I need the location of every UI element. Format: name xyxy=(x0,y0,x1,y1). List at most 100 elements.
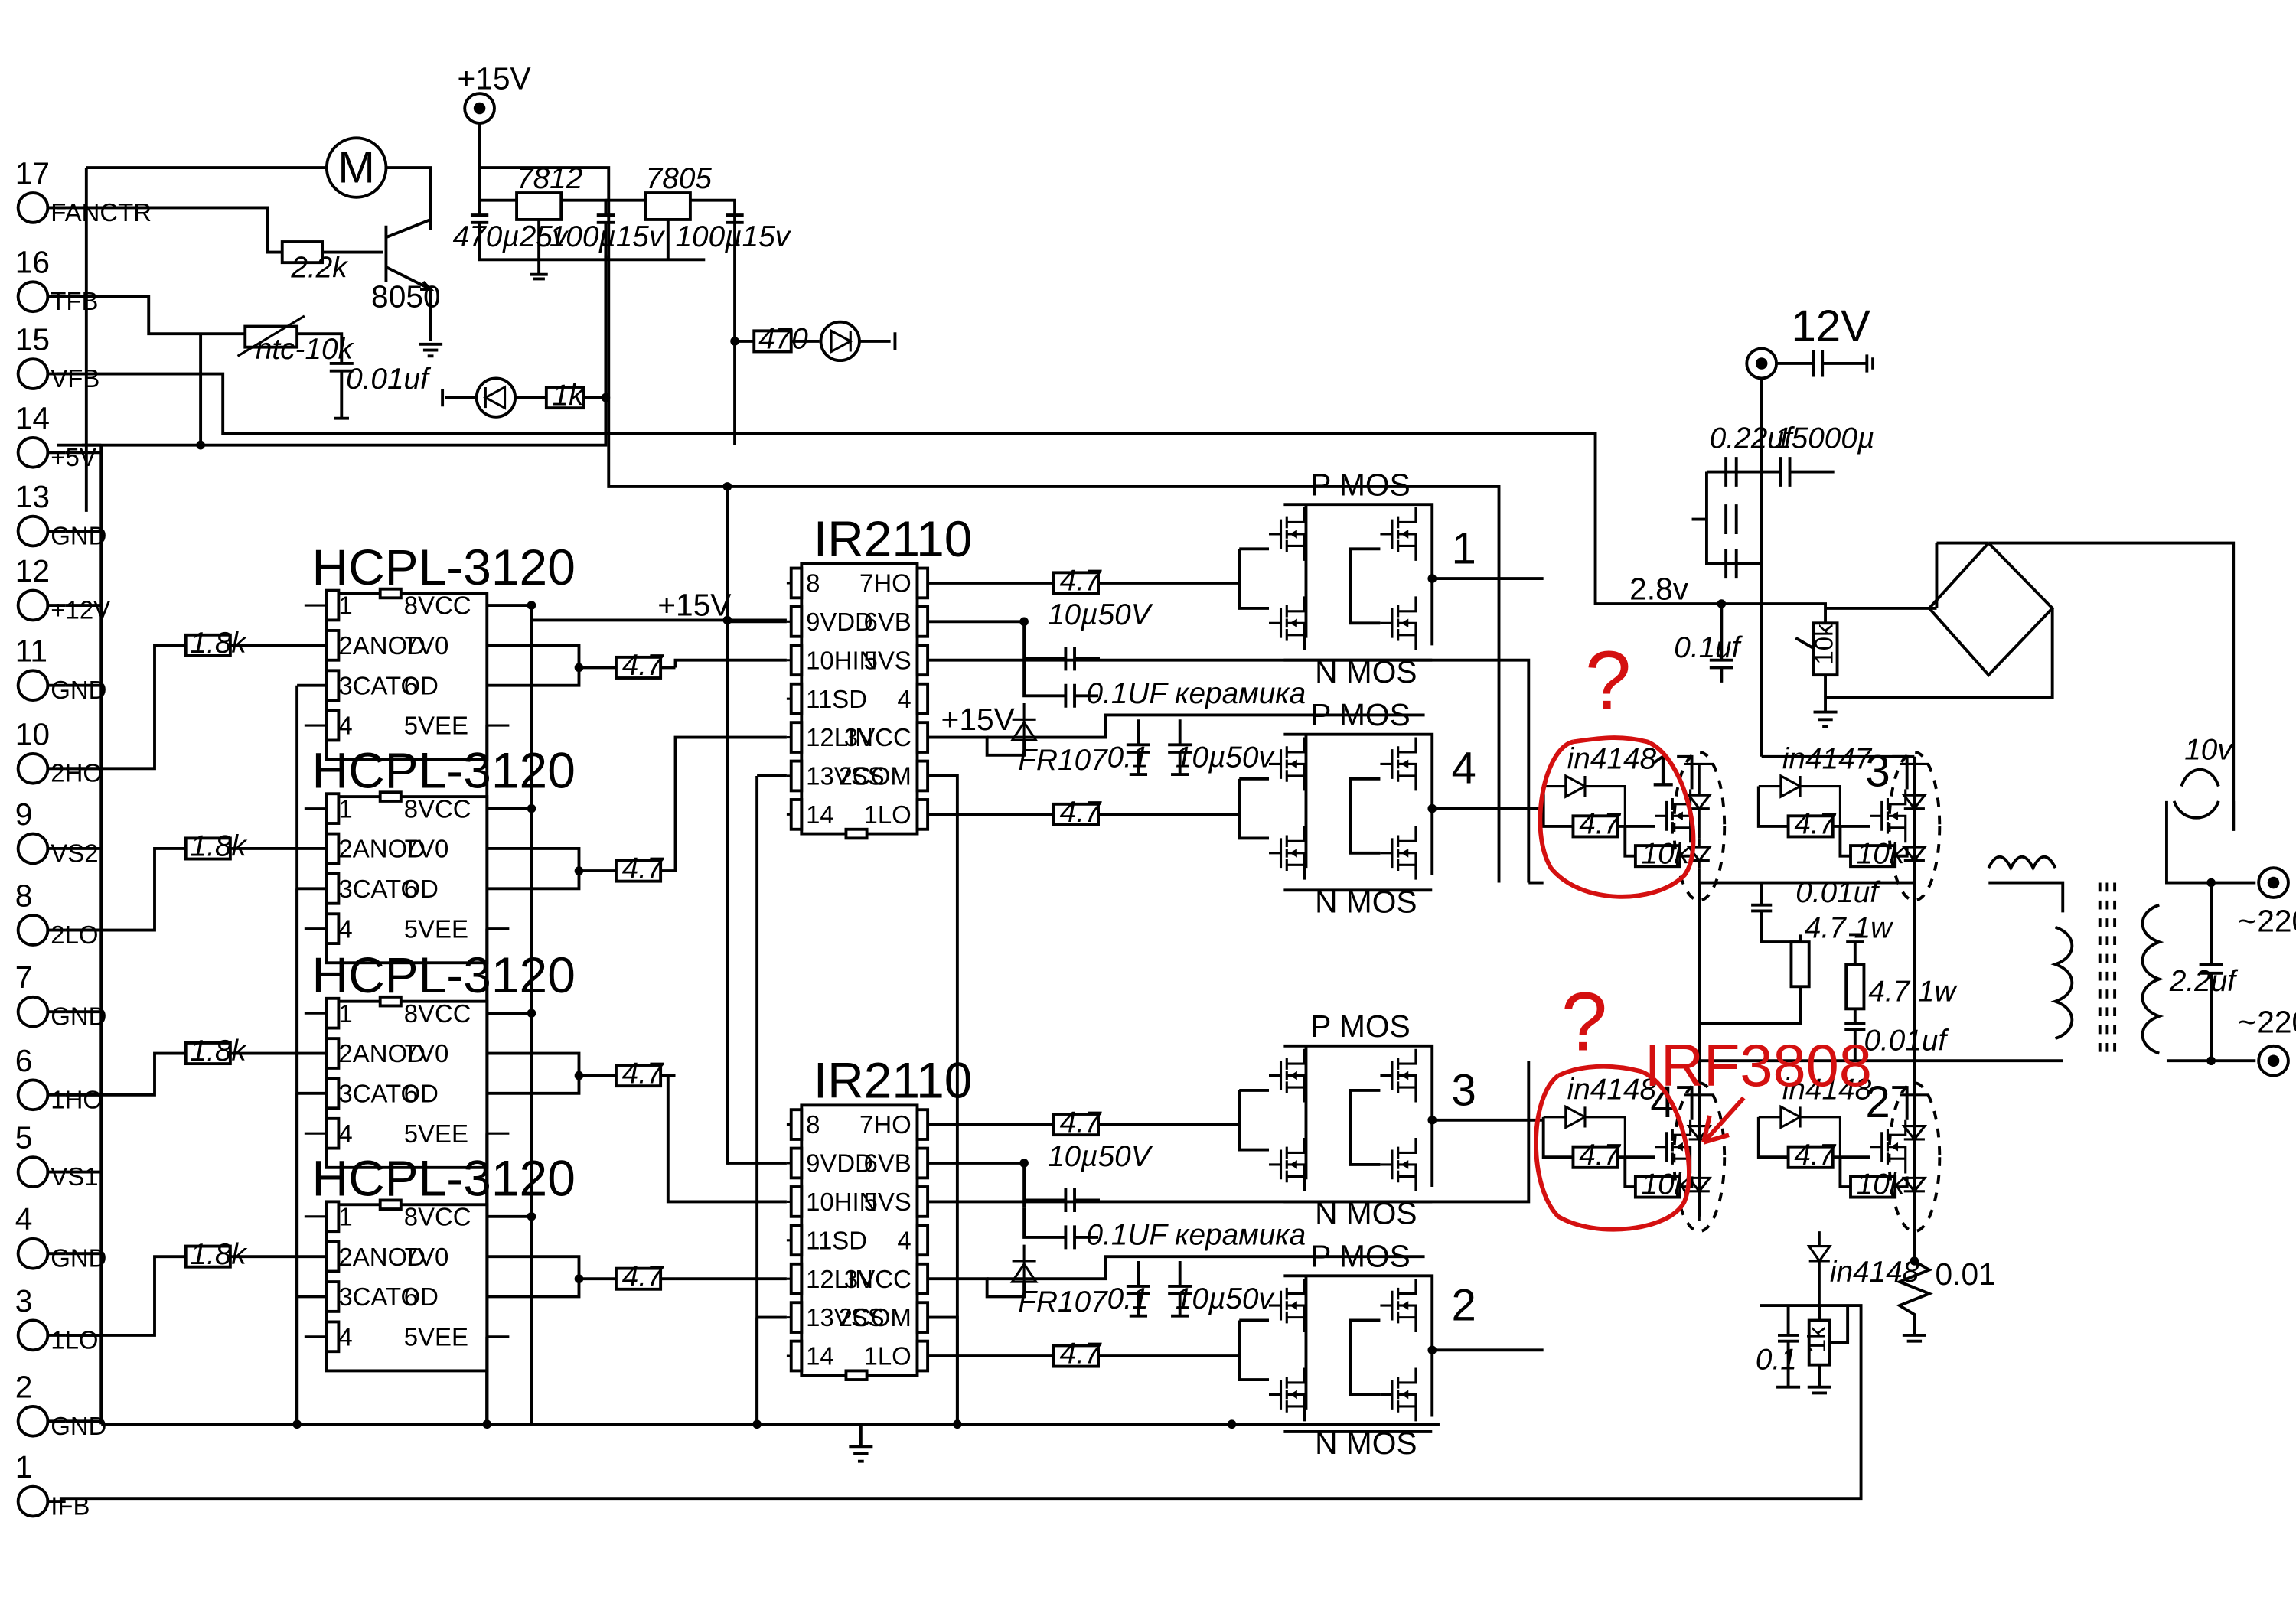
bridge-gate-resistor-label: 4.7 xyxy=(1794,808,1836,841)
buffer-output-number: 3 xyxy=(1451,1065,1476,1115)
driver-pin-left: 14 xyxy=(806,1342,834,1370)
resistor-1k xyxy=(544,386,585,410)
boot-cap-label: 10µ50V xyxy=(1048,1140,1153,1173)
annotation-circle-1 xyxy=(1538,735,1696,899)
opto-pin-right: 6 xyxy=(404,671,418,699)
opto-pin-left: 3CATOD xyxy=(338,1282,439,1311)
opto-gate-resistor xyxy=(615,655,663,680)
mosfet-icon xyxy=(1378,595,1417,651)
opto-notch-icon xyxy=(378,995,403,1008)
aux-winding-label: 10v xyxy=(2184,734,2234,767)
pin-number: 7 xyxy=(15,960,33,995)
regulator-7805-label: 7805 xyxy=(646,162,713,195)
pin-number: 4 xyxy=(15,1201,33,1237)
snub-r2-label: 4.7 1w xyxy=(1868,976,1958,1009)
driver-pin-right: 1LO xyxy=(864,800,912,829)
pot-10k xyxy=(1812,621,1839,677)
opto-title: HCPL-3120 xyxy=(312,947,576,1003)
pin-number: 3 xyxy=(15,1283,33,1318)
pin-number: 16 xyxy=(15,245,50,280)
mosfet-icon xyxy=(1267,1277,1306,1334)
plus15v-top-label: +15V xyxy=(458,60,531,96)
driver-pin-right: 3VCC xyxy=(844,1265,912,1293)
pin-number: 8 xyxy=(15,878,33,914)
annotation-arrow-icon xyxy=(1701,1096,1746,1145)
driver-pin-left: 14 xyxy=(806,800,834,829)
ntc-thermistor xyxy=(243,324,299,349)
buffer-pmos-label: P MOS xyxy=(1310,697,1410,732)
opto-pin-left: 4 xyxy=(338,1322,352,1351)
pin-label: 1HO xyxy=(51,1085,103,1113)
driver-ho-resistor-label: 4.7 xyxy=(1060,565,1102,598)
pin-number: 11 xyxy=(15,634,47,669)
mosfet-icon xyxy=(1267,736,1306,792)
mosfet-icon xyxy=(1378,825,1417,882)
opto-pin-right: 7V0 xyxy=(404,1243,449,1271)
fan-motor-label: M xyxy=(338,142,374,192)
transistor-8050-label: 8050 xyxy=(371,279,441,314)
snub-r2 xyxy=(1844,963,1866,1011)
v28-label: 2.8v xyxy=(1629,571,1689,606)
bridge-diode-label: in4147 xyxy=(1782,742,1873,775)
pin-number: 12 xyxy=(15,553,50,588)
driver-pin-right: 1LO xyxy=(864,1342,912,1370)
driver-ho-resistor xyxy=(1052,1113,1100,1137)
opto-pin-left: 2ANOD xyxy=(338,1243,425,1271)
opto-body xyxy=(325,1203,489,1373)
ac-out-top-icon xyxy=(2257,866,2290,899)
mosfet-icon xyxy=(1267,506,1306,562)
opto-title: HCPL-3120 xyxy=(312,1150,576,1207)
connector-pin: 14+5V xyxy=(15,400,96,471)
opto-gate-resistor-label: 4.7 xyxy=(622,1057,664,1090)
driver-pin-right: 3VCC xyxy=(844,723,912,751)
pin-label: +5V xyxy=(51,443,96,471)
buffer-pmos-label: P MOS xyxy=(1310,468,1410,503)
power-stage: 12V 0.22uf 15000µ 2.8v 0.1uf 10k xyxy=(1629,301,2236,1261)
opto-pin-left: 4 xyxy=(338,712,352,740)
opto-pin-left: 1 xyxy=(338,1202,352,1230)
pin-number: 10 xyxy=(15,716,50,751)
opto-title: HCPL-3120 xyxy=(312,539,576,595)
bridge-gate-resistor xyxy=(1571,814,1619,839)
snub-c1-label: 0.01uf xyxy=(1795,876,1881,909)
pin-number: 13 xyxy=(15,479,50,514)
mosfet-icon xyxy=(1267,1136,1306,1193)
mosfet-icon xyxy=(1378,506,1417,562)
bridge-gate-resistor-label: 4.7 xyxy=(1579,808,1621,841)
opto-resistor-label: 1.8k xyxy=(191,627,249,660)
clamp-diodes-group xyxy=(1672,751,1727,902)
power-section: +15V 7812 470µ25v 100µ15v 7805 100µ15v 4… xyxy=(453,60,1501,608)
bridge-diode-label: in4148 xyxy=(1567,1074,1657,1106)
resistor-2k2 xyxy=(280,240,325,265)
buffer-pmos-label: P MOS xyxy=(1310,1239,1410,1274)
annotations: ? ? IRF3808 xyxy=(1534,635,1872,1232)
driver-lo-resistor xyxy=(1052,802,1100,826)
driver-ho-resistor-label: 4.7 xyxy=(1060,1106,1102,1139)
driver-pin-right: 2COM xyxy=(839,1303,912,1331)
opto-notch-icon xyxy=(378,790,403,803)
question-mark-2: ? xyxy=(1561,976,1607,1069)
pin-number: 5 xyxy=(15,1120,33,1155)
pin-label: FANCTR xyxy=(51,198,152,227)
pin-label: GND xyxy=(51,676,106,704)
resistor-1k-label: 1k xyxy=(553,379,586,412)
pin-label: GND xyxy=(51,1244,106,1273)
ceramic-cap-label: 0.1UF керамика xyxy=(1087,677,1306,710)
plus15v-a-label: +15V xyxy=(657,588,731,623)
driver-pin-right: 7HO xyxy=(859,1110,912,1139)
bridge-gate-resistor xyxy=(1571,1145,1619,1169)
opto-resistor-label: 1.8k xyxy=(191,830,249,863)
opto-resistor xyxy=(184,1041,232,1066)
snubber-and-sense: 0.01uf 4.7 1w 4.7 1w 0.01uf 0.01 in4148 … xyxy=(59,876,1996,1501)
opto-notch-icon xyxy=(378,587,403,600)
bootstrap-diode-label: FR107 xyxy=(1018,1286,1108,1318)
opto-pin-left: 4 xyxy=(338,914,352,943)
